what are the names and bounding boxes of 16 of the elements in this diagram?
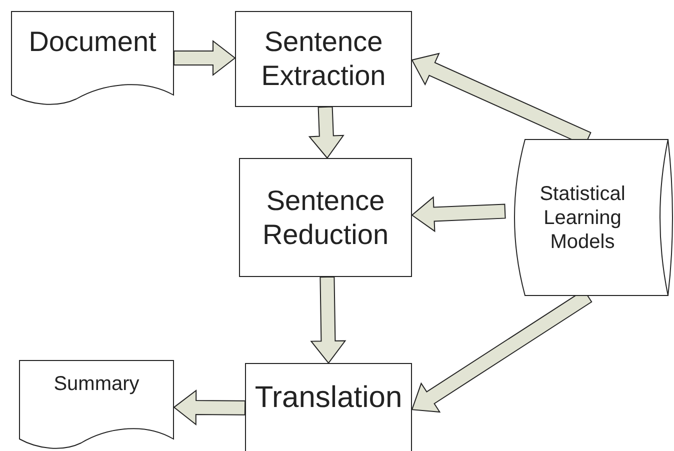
node-label: Document [28,25,158,59]
block-arrow [308,106,344,159]
node-label: Statistical Learning Models [538,182,626,254]
process-box [239,158,412,277]
document-shape [11,11,174,107]
node-label: Sentence Reduction [261,184,390,252]
process-box [235,11,412,107]
block-arrow [173,390,246,426]
block-arrow [174,40,236,76]
block-arrow [411,196,506,232]
node-label: Sentence Extraction [260,25,387,93]
process-box [245,363,412,451]
node-label: Translation [254,380,404,416]
node-label: Summary [52,372,140,396]
block-arrow [310,276,346,364]
document-shape [19,360,174,451]
